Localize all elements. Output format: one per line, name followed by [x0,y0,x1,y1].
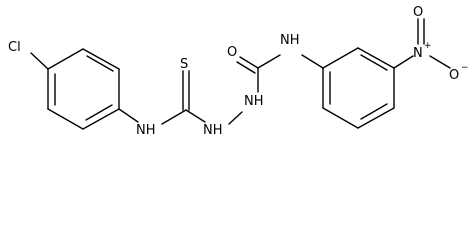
nitro-n-charge-label: + [424,41,432,51]
nh-c-bond [161,109,187,125]
nitro-oxygen-top-label: O [413,5,423,20]
hydrazine-nh-2-label: NH [244,94,264,109]
carbonyl-nh-bond [257,54,281,69]
n-o-right-bond [429,55,451,69]
chlorine-label: Cl [8,40,21,55]
carbonyl-oxygen-label: O [227,45,237,60]
hydrazine-nh-1-label: NH [203,123,223,138]
c-o-bond-a [239,56,259,69]
ring-nh-bond [118,108,139,123]
molecule-drawing: Cl S NH NH NH O NH N + O O − [8,5,469,138]
nitro-nitrogen-label: N [413,46,423,61]
nitrophenyl-ring [322,47,395,129]
c-o-bond-b [236,61,256,74]
nh-nh-bond [228,111,243,125]
c-cl-bond [30,52,49,70]
urea-nh-label: NH [280,33,300,48]
ring-nitro-bond [393,55,414,69]
nh-ring-bond [301,54,324,69]
nitro-oxygen-right-label: O [449,68,459,83]
chemical-structure-diagram: Cl S NH NH NH O NH N + O O − [8,5,469,138]
chlorophenyl-ring [47,48,120,130]
thiourea-nh-label: NH [136,123,156,138]
nitro-o-charge-label: − [461,63,469,73]
c-nh-bond [185,109,206,123]
thione-sulfur-label: S [180,57,188,72]
